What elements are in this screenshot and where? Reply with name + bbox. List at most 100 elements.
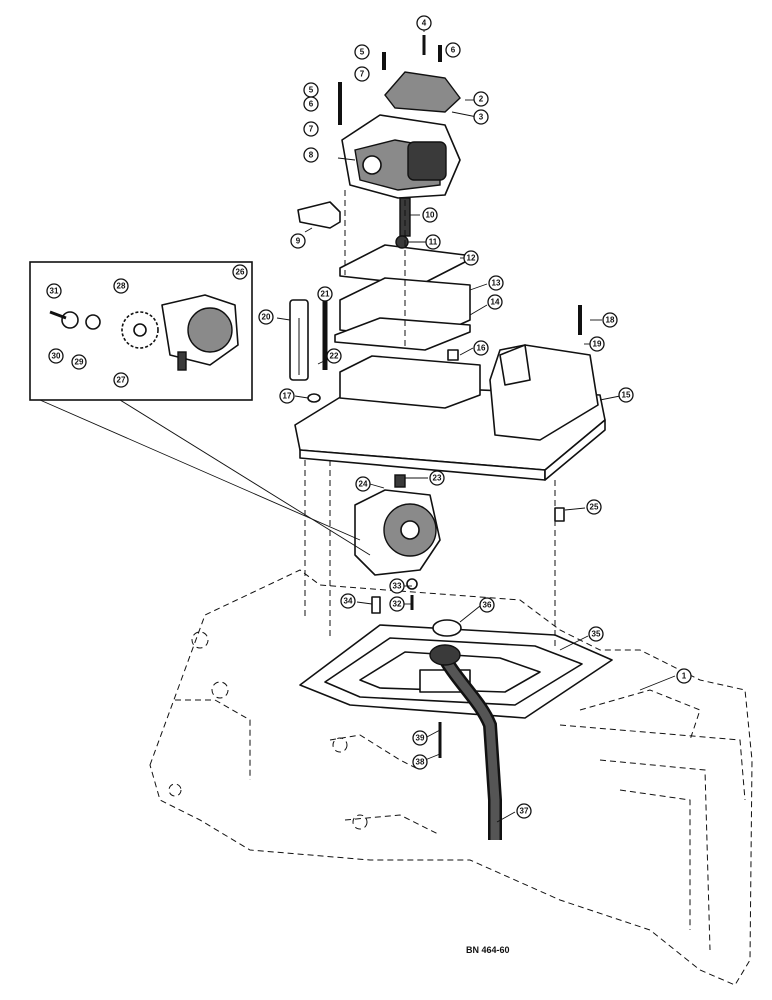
svg-text:1: 1	[682, 672, 687, 681]
o-ring	[307, 393, 321, 403]
svg-text:6: 6	[451, 46, 456, 55]
callout-24: 24	[355, 476, 371, 492]
callout-22: 22	[326, 348, 342, 364]
callout-17: 17	[279, 388, 295, 404]
callout-8: 8	[303, 147, 319, 163]
suction-tube	[429, 644, 502, 840]
stud	[289, 299, 309, 381]
svg-text:10: 10	[426, 211, 435, 220]
svg-text:16: 16	[477, 344, 486, 353]
svg-text:3: 3	[479, 113, 484, 122]
callout-5a: 5	[354, 44, 370, 60]
svg-text:7: 7	[309, 125, 314, 134]
callout-6b: 6	[303, 96, 319, 112]
callout-18: 18	[602, 312, 618, 328]
pump-assembly	[354, 474, 441, 576]
leader-lines	[276, 30, 676, 823]
ball	[395, 235, 409, 249]
callout-20: 20	[258, 309, 274, 325]
svg-text:35: 35	[592, 630, 601, 639]
svg-text:38: 38	[416, 758, 425, 767]
svg-text:27: 27	[117, 376, 126, 385]
transmission-housing	[149, 569, 753, 986]
callout-37: 37	[516, 803, 532, 819]
svg-text:29: 29	[75, 358, 84, 367]
svg-text:22: 22	[330, 352, 339, 361]
svg-text:33: 33	[393, 582, 402, 591]
svg-text:15: 15	[622, 391, 631, 400]
callout-26: 26	[232, 264, 248, 280]
svg-text:18: 18	[606, 316, 615, 325]
svg-text:14: 14	[491, 298, 500, 307]
svg-text:37: 37	[520, 807, 529, 816]
svg-text:5: 5	[360, 48, 365, 57]
svg-text:20: 20	[262, 313, 271, 322]
svg-text:4: 4	[422, 19, 427, 28]
valve-plates	[334, 244, 471, 351]
svg-text:5: 5	[309, 86, 314, 95]
svg-text:11: 11	[429, 238, 438, 247]
top-cover	[384, 71, 461, 113]
svg-text:17: 17	[283, 392, 292, 401]
callout-13: 13	[488, 275, 504, 291]
callout-12: 12	[463, 250, 479, 266]
svg-text:21: 21	[321, 290, 330, 299]
callout-30: 30	[48, 348, 64, 364]
callout-2: 2	[473, 91, 489, 107]
callout-39: 39	[412, 730, 428, 746]
figure-code: BN 464-60	[466, 945, 510, 955]
callout-15: 15	[618, 387, 634, 403]
gasket-flange	[432, 619, 462, 637]
svg-text:28: 28	[117, 282, 126, 291]
callout-28: 28	[113, 278, 129, 294]
callout-11: 11	[425, 234, 441, 250]
svg-text:6: 6	[309, 100, 314, 109]
callout-labels: 1 2 3 4 5 5 6 6 7 7 8 9 10 11 12 13 14 1…	[46, 15, 692, 819]
svg-text:24: 24	[359, 480, 368, 489]
bolts	[322, 35, 582, 370]
callout-31: 31	[46, 283, 62, 299]
svg-text:12: 12	[467, 254, 476, 263]
callout-27: 27	[113, 372, 129, 388]
dowel	[554, 507, 565, 522]
callout-33: 33	[389, 578, 405, 594]
callout-32: 32	[389, 596, 405, 612]
callout-10: 10	[422, 207, 438, 223]
svg-text:31: 31	[50, 287, 59, 296]
washer	[406, 578, 418, 590]
svg-text:19: 19	[593, 340, 602, 349]
valve-housing	[341, 114, 461, 199]
callout-6a: 6	[445, 42, 461, 58]
svg-text:26: 26	[236, 268, 245, 277]
svg-text:32: 32	[393, 600, 402, 609]
valve-block	[339, 355, 481, 409]
pump-inset	[29, 261, 371, 556]
callout-3: 3	[473, 109, 489, 125]
callout-4: 4	[416, 15, 432, 31]
callout-25: 25	[586, 499, 602, 515]
svg-text:8: 8	[309, 151, 314, 160]
svg-text:34: 34	[344, 597, 353, 606]
svg-text:13: 13	[492, 279, 501, 288]
callout-1: 1	[676, 668, 692, 684]
callout-23: 23	[429, 470, 445, 486]
dowel-pin	[371, 596, 381, 614]
callout-36: 36	[479, 597, 495, 613]
callout-21: 21	[317, 286, 333, 302]
callout-9: 9	[290, 233, 306, 249]
callout-7a: 7	[354, 66, 370, 82]
callout-19: 19	[589, 336, 605, 352]
alignment-lines	[304, 190, 556, 650]
svg-text:39: 39	[416, 734, 425, 743]
callout-34: 34	[340, 593, 356, 609]
callout-16: 16	[473, 340, 489, 356]
callout-38: 38	[412, 754, 428, 770]
svg-text:9: 9	[296, 237, 301, 246]
plug	[447, 349, 459, 361]
callout-35: 35	[588, 626, 604, 642]
svg-text:25: 25	[590, 503, 599, 512]
callout-29: 29	[71, 354, 87, 370]
svg-text:30: 30	[52, 352, 61, 361]
svg-text:7: 7	[360, 70, 365, 79]
svg-text:23: 23	[433, 474, 442, 483]
